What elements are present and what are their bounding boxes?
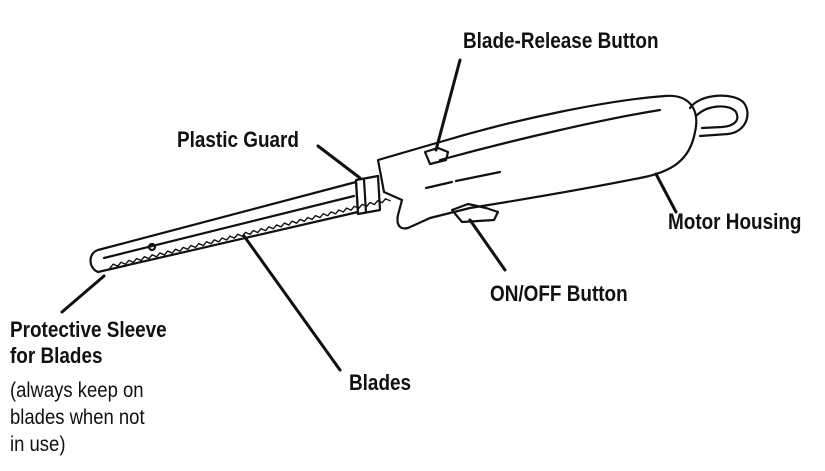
cord-loop bbox=[688, 94, 749, 138]
label-on-off: ON/OFF Button bbox=[490, 281, 628, 306]
label-motor-housing: Motor Housing bbox=[668, 209, 802, 234]
leader-motor-housing bbox=[654, 172, 678, 214]
leader-plastic-guard bbox=[316, 144, 362, 180]
blade-shape bbox=[89, 180, 360, 274]
label-sleeve-line1: Protective Sleeve bbox=[10, 317, 167, 342]
label-plastic-guard: Plastic Guard bbox=[177, 127, 299, 152]
leader-on-off bbox=[468, 218, 507, 272]
label-blade-release: Blade-Release Button bbox=[463, 28, 659, 53]
cord-loop-inner bbox=[694, 105, 739, 130]
label-sleeve-line2: for Blades bbox=[10, 343, 103, 368]
on-off-button-shape bbox=[450, 202, 500, 224]
leader-sleeve bbox=[60, 274, 106, 314]
note-sleeve-line3: in use) bbox=[10, 433, 66, 456]
motor-housing-shape bbox=[376, 94, 698, 230]
label-blades: Blades bbox=[349, 370, 412, 395]
note-sleeve-line1: (always keep on bbox=[10, 379, 144, 402]
note-sleeve-line2: blades when not bbox=[10, 406, 145, 429]
leader-blades bbox=[242, 234, 342, 372]
leader-blade-release bbox=[434, 58, 462, 152]
